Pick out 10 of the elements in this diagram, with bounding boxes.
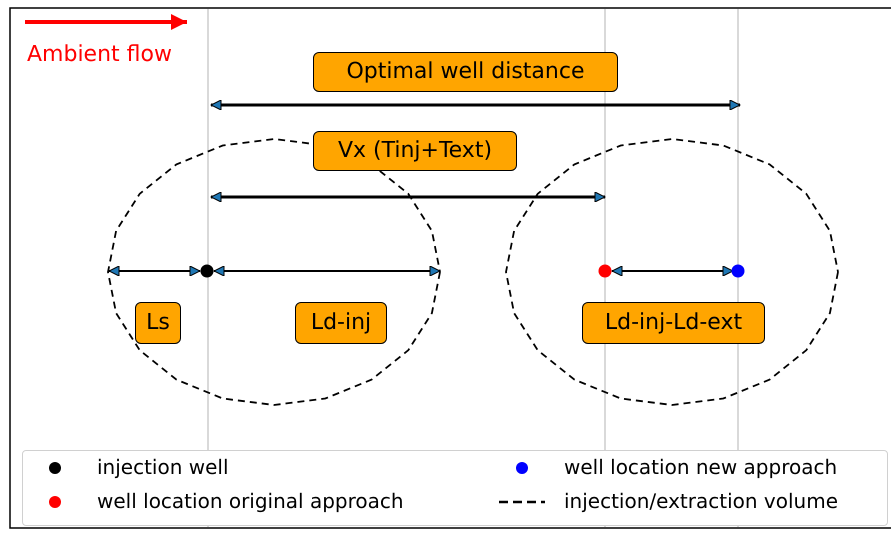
legend-text: injection/extraction volume xyxy=(564,489,838,513)
legend-text: well location new approach xyxy=(564,455,838,479)
label-box: Optimal well distance xyxy=(313,52,618,92)
label-box: Ld-inj-Ld-ext xyxy=(582,302,765,344)
label-box: Ls xyxy=(135,302,181,344)
legend-text: well location original approach xyxy=(97,489,404,513)
legend-text: injection well xyxy=(97,455,229,479)
flow-label: Ambient flow xyxy=(27,42,172,67)
label-box: Vx (Tinj+Text) xyxy=(313,131,517,171)
label-box: Ld-inj xyxy=(295,302,387,344)
